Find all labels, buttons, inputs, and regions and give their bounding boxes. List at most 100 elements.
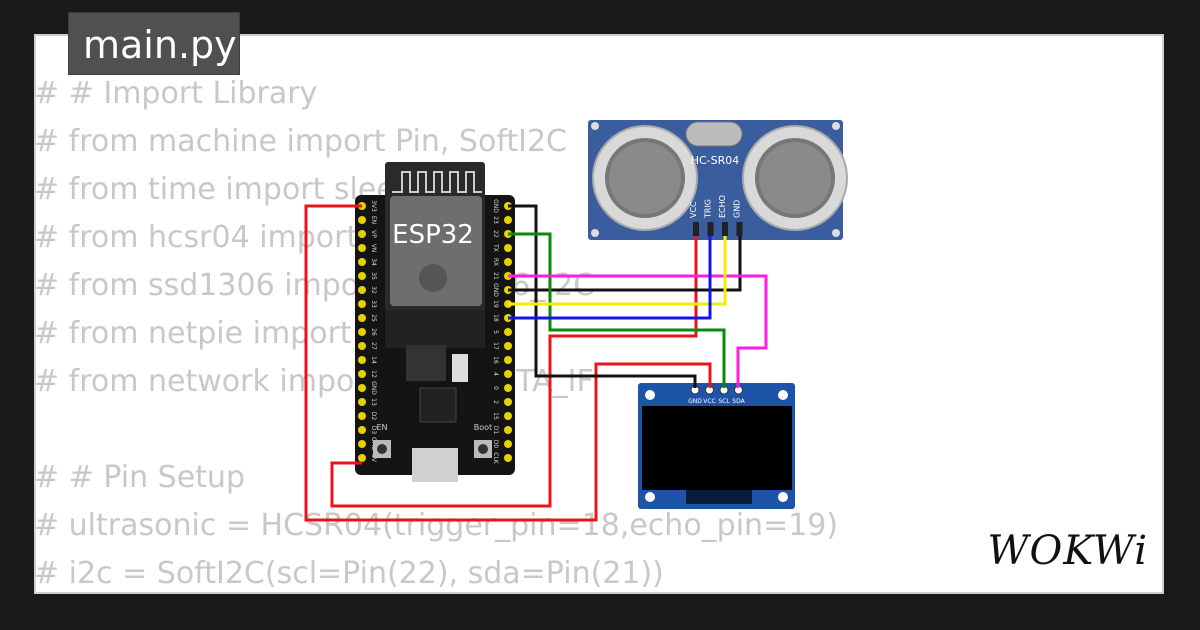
esp32-pin[interactable] [504,342,512,350]
hcsr04-pin[interactable] [693,222,699,236]
esp32-pin-label: 14 [370,356,377,364]
esp32-pin[interactable] [504,440,512,448]
file-tab-label: main.py [83,23,237,67]
esp32-pin-label: 22 [492,230,499,238]
hcsr04-pin[interactable] [722,222,728,236]
esp32-pin[interactable] [358,454,366,462]
wire-black-gnd-oled [508,204,697,388]
esp32-pin[interactable] [358,398,366,406]
esp32-pin[interactable] [504,356,512,364]
esp32-pin[interactable] [358,286,366,294]
wire-yellow-trig [508,236,727,306]
esp32-pin-label: 2 [492,400,499,404]
esp32-pin-label: 0 [492,386,499,390]
esp32-pin[interactable] [358,440,366,448]
boot-button-label: Boot [474,423,492,432]
esp32-pin-label: 35 [370,272,377,280]
esp32-pin[interactable] [358,426,366,434]
esp32-pin-label: 15 [492,412,499,420]
esp32-pin-label: 19 [492,300,499,308]
esp32-pin-label: 23 [492,216,499,224]
code-line: # i2c = SoftI2C(scl=Pin(22), sda=Pin(21)… [34,556,664,591]
oled-pin-label: SDA [732,398,745,405]
esp32-pin-label: 12 [370,370,377,378]
code-line: # ultrasonic = HCSR04(trigger_pin=18,ech… [34,508,839,543]
hcsr04-pin[interactable] [736,222,743,236]
esp32-pin[interactable] [358,342,366,350]
esp32-pin-label: VN [370,244,377,253]
esp32-pin[interactable] [358,258,366,266]
esp32-board[interactable]: ESP32 3V3ENVPVN343532332526271412GND13D2… [355,162,515,482]
esp32-pin-label: 33 [370,300,377,308]
hcsr04-pin-label: ECHO [718,195,727,218]
wire-green-scl [508,232,726,388]
oled-pin-label: GND [688,398,702,405]
hcsr04-label: HC-SR04 [691,154,740,167]
esp32-pin-label: TX [492,243,499,252]
hcsr04-pin[interactable] [707,222,714,236]
esp32-pin-label: 32 [370,286,377,294]
code-preview: # # Import Library # from machine import … [34,70,1164,598]
hcsr04-pin-label: GND [733,200,742,218]
oled-pin-label: VCC [703,398,715,405]
esp32-pin[interactable] [358,356,366,364]
code-line: # # Pin Setup [34,460,245,495]
code-line: # from time import sleep [34,172,414,207]
esp32-pin[interactable] [504,384,512,392]
wire-blue-echo [508,236,712,320]
esp32-pin[interactable] [504,412,512,420]
esp32-pin[interactable] [504,244,512,252]
hcsr04-pin-label: TRIG [704,199,713,219]
esp32-pin[interactable] [358,244,366,252]
esp32-pin-label: D1 [492,426,499,435]
wire-magenta-sda [508,274,768,388]
esp32-pin[interactable] [358,300,366,308]
esp32-pin[interactable] [358,384,366,392]
esp32-pin-label: 5V [370,454,377,463]
esp32-pin-label: 4 [492,372,499,376]
esp32-pin-label: GND [492,199,499,213]
esp32-label: ESP32 [392,220,474,250]
esp32-pin-label: 21 [492,272,499,280]
esp32-pin[interactable] [358,314,366,322]
wire-red-5v [330,236,698,508]
wire-red-3v3 [304,204,712,522]
esp32-pin-label: GND [370,381,377,395]
file-tab[interactable]: main.py [68,12,240,75]
oled-pin-label: SCL [718,398,730,405]
esp32-pin[interactable] [504,328,512,336]
esp32-pin[interactable] [358,230,366,238]
wokwi-logo: WOKWi [987,528,1148,574]
esp32-pin-label: D0 [492,440,499,449]
esp32-pin[interactable] [504,216,512,224]
esp32-pin-label: CLK [492,452,499,465]
esp32-pin-label: 18 [492,314,499,322]
code-line: # # Import Library [34,76,318,111]
esp32-pin-label: D3 [370,426,377,435]
esp32-pin-label: 34 [370,258,377,266]
wire-black-gnd-hc [508,236,742,292]
code-line: # from machine import Pin, SoftI2C [34,124,567,159]
esp32-pin[interactable] [504,454,512,462]
esp32-pin-label: D2 [370,412,377,421]
esp32-pin[interactable] [504,426,512,434]
esp32-pin-label: 27 [370,342,377,350]
esp32-pin[interactable] [504,258,512,266]
esp32-pin[interactable] [504,370,512,378]
esp32-pin-label: EN [370,216,377,224]
esp32-pin[interactable] [358,272,366,280]
wires [304,204,768,522]
esp32-pin[interactable] [358,216,366,224]
esp32-pin[interactable] [358,328,366,336]
esp32-pin[interactable] [504,398,512,406]
esp32-pin[interactable] [358,412,366,420]
esp32-pin-label: GND [492,283,499,297]
esp32-pin-label: 3V3 [370,200,377,212]
esp32-pin[interactable] [358,370,366,378]
en-button-label: EN [376,423,387,432]
esp32-pin-label: RX [492,258,499,266]
